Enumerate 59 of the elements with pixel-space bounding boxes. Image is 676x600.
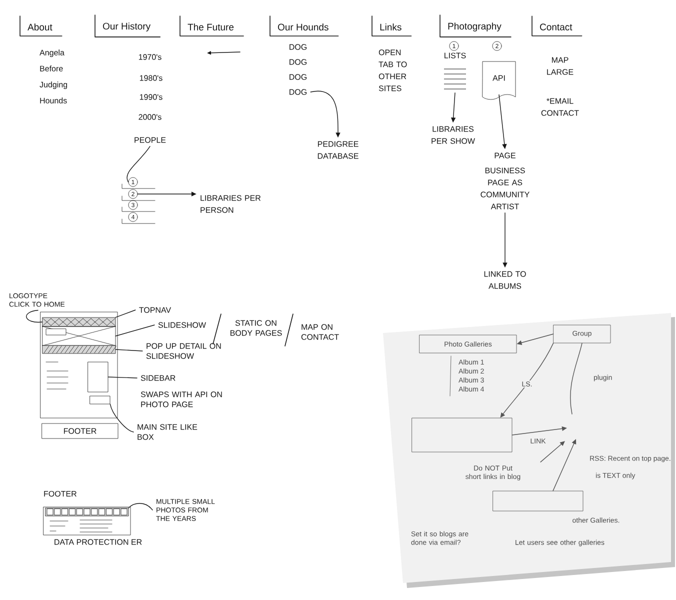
annotation: TOPNAV — [139, 307, 172, 313]
connector-line — [570, 342, 582, 414]
annotation: MAP ON CONTACT — [301, 324, 339, 340]
annotation: SWAPS WITH API ON PHOTO PAGE — [140, 392, 222, 408]
annotation: SIDEBAR — [140, 375, 176, 381]
menu-heading: About — [20, 16, 62, 36]
nav-bar — [42, 317, 116, 327]
sidebar-box — [88, 362, 108, 392]
menu-heading: Our History — [94, 14, 160, 38]
list-item: 2000's — [138, 114, 162, 120]
empty-box — [412, 418, 512, 452]
menu-heading: Contact — [532, 16, 582, 36]
menu-heading: Photography — [440, 14, 512, 38]
list-item: 1980's — [140, 75, 162, 81]
list-item: 1970's — [138, 54, 162, 60]
arrow — [512, 426, 567, 436]
list-sketch: LISTS — [444, 52, 466, 90]
annotation: STATIC ON BODY PAGES — [230, 320, 282, 336]
leader-line — [128, 503, 153, 510]
note: LINKED TO ALBUMS — [484, 271, 526, 289]
leader-line — [115, 324, 155, 336]
note: PEDIGREE DATABASE — [318, 141, 358, 159]
list-item: 1990's — [140, 94, 162, 100]
thumbnail-row — [45, 508, 129, 516]
note: OPEN TAB TO OTHER SITES — [378, 50, 407, 92]
annotation: POP UP DETAIL ON SLIDESHOW — [146, 343, 221, 359]
menu-heading: Our Hounds — [270, 16, 339, 36]
footer-wireframe: FOOTER — [43, 490, 131, 536]
note: LIBRARIES PER PERSON — [200, 195, 261, 213]
small-box — [90, 396, 110, 404]
note: PAGE BUSINESS PAGE AS COMMUNITY ARTIST — [480, 152, 530, 210]
page-wireframe — [40, 312, 118, 418]
annotation: SLIDESHOW — [158, 322, 206, 328]
note: PEOPLE — [134, 137, 166, 143]
note: Angela Before Judging Hounds — [40, 50, 68, 104]
footer-box: FOOTER — [42, 423, 118, 439]
hatched-strip — [42, 345, 116, 354]
empty-box — [492, 490, 584, 512]
image-placeholder — [42, 326, 116, 346]
list-item: DOG — [290, 44, 307, 50]
note: *EMAIL CONTACT — [541, 98, 579, 116]
note: LIBRARIES PER SHOW — [432, 126, 475, 144]
list-item: DOG — [290, 74, 307, 80]
leader-line — [26, 310, 43, 323]
list-item: DOG — [290, 59, 307, 65]
note: MAP LARGE — [547, 57, 574, 75]
annotation: DATA PROTECTION ER — [54, 539, 142, 545]
node-label: FOOTER — [44, 490, 76, 497]
list-item: DOG — [290, 89, 307, 95]
annotation: MAIN SITE LIKE BOX — [138, 424, 198, 440]
leader-line — [115, 349, 143, 352]
menu-heading: The Future — [180, 16, 244, 36]
arrow — [552, 439, 576, 492]
leader-line — [110, 404, 134, 432]
menu-heading: Links — [372, 16, 412, 36]
connector-line — [126, 146, 150, 182]
leader-line — [108, 376, 138, 378]
leader-line — [115, 310, 136, 318]
arrow — [540, 441, 565, 462]
